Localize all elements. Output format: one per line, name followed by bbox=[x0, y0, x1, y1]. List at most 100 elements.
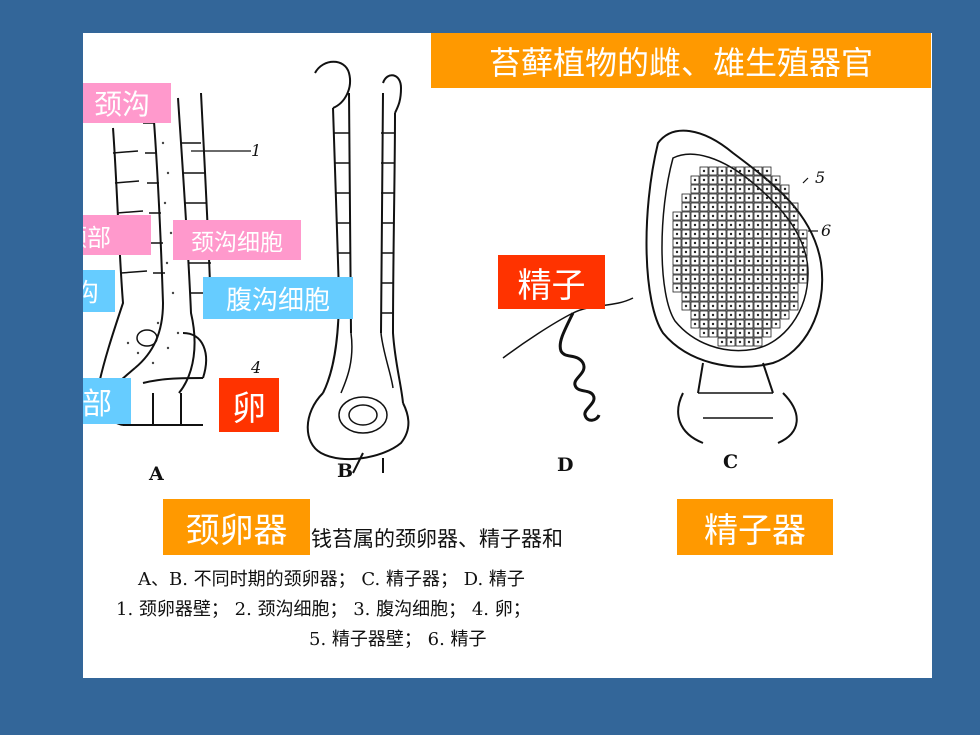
sperm-cell bbox=[789, 238, 799, 248]
sperm-cell-nucleus bbox=[702, 187, 706, 191]
sperm-cell-nucleus bbox=[729, 196, 733, 200]
sperm-cell bbox=[735, 193, 745, 203]
sperm-cell-nucleus bbox=[693, 178, 697, 182]
sperm-cell bbox=[717, 292, 727, 302]
sperm-cell-nucleus bbox=[693, 187, 697, 191]
sperm-cell bbox=[690, 283, 700, 293]
sperm-cell bbox=[771, 202, 781, 212]
sperm-cell bbox=[690, 184, 700, 194]
label-number-4: 4 bbox=[251, 358, 262, 377]
sperm-cell-nucleus bbox=[693, 268, 697, 272]
sperm-cell bbox=[762, 283, 772, 293]
sperm-cell bbox=[699, 211, 709, 221]
sperm-cell bbox=[744, 184, 754, 194]
sperm-cell-nucleus bbox=[729, 277, 733, 281]
sperm-cell-nucleus bbox=[774, 241, 778, 245]
sperm-cell bbox=[726, 328, 736, 338]
label-neck: 颈部 bbox=[83, 215, 151, 255]
sperm-cell bbox=[753, 328, 763, 338]
sperm-cell bbox=[735, 292, 745, 302]
sperm-cell-nucleus bbox=[675, 250, 679, 254]
sperm-cell bbox=[744, 328, 754, 338]
sperm-cell bbox=[744, 220, 754, 230]
sperm-cell-nucleus bbox=[702, 277, 706, 281]
sperm-cell bbox=[726, 319, 736, 329]
sperm-cell bbox=[789, 265, 799, 275]
label-antheridium: 精子器 bbox=[677, 499, 833, 555]
sperm-cell bbox=[717, 193, 727, 203]
figure-legend-line-3: 5. 精子器壁； 6. 精子 bbox=[309, 629, 487, 650]
sperm-cell bbox=[717, 265, 727, 275]
sperm-cell bbox=[771, 193, 781, 203]
sperm-cell-nucleus bbox=[747, 250, 751, 254]
sperm-cell-nucleus bbox=[783, 304, 787, 308]
sperm-cell-nucleus bbox=[792, 223, 796, 227]
sperm-cell bbox=[690, 301, 700, 311]
sperm-cell bbox=[753, 175, 763, 185]
sperm-cell-nucleus bbox=[756, 286, 760, 290]
sperm-cell bbox=[717, 256, 727, 266]
sperm-cell-nucleus bbox=[801, 277, 805, 281]
sperm-cell-nucleus bbox=[711, 205, 715, 209]
sperm-cell bbox=[672, 229, 682, 239]
sperm-cell bbox=[699, 184, 709, 194]
sperm-cell bbox=[708, 229, 718, 239]
sperm-cell-nucleus bbox=[738, 241, 742, 245]
sperm-cell bbox=[762, 310, 772, 320]
figure-legend-line-2: 1. 颈卵器壁； 2. 颈沟细胞； 3. 腹沟细胞； 4. 卵； bbox=[116, 599, 531, 620]
sperm-cell bbox=[753, 238, 763, 248]
sperm-cell bbox=[726, 229, 736, 239]
sperm-cell-nucleus bbox=[702, 304, 706, 308]
sperm-cell bbox=[690, 238, 700, 248]
sperm-cell bbox=[753, 202, 763, 212]
sperm-cell-nucleus bbox=[675, 241, 679, 245]
sperm-cell bbox=[771, 211, 781, 221]
sperm-cell bbox=[690, 211, 700, 221]
sperm-cell bbox=[798, 265, 808, 275]
sperm-cell-nucleus bbox=[702, 205, 706, 209]
antheridium-c-drawing bbox=[645, 129, 824, 444]
sperm-cell bbox=[699, 247, 709, 257]
sperm-cell-nucleus bbox=[783, 250, 787, 254]
sperm-cell-nucleus bbox=[792, 304, 796, 308]
sperm-cell bbox=[762, 211, 772, 221]
sperm-cell bbox=[717, 310, 727, 320]
sperm-cell-nucleus bbox=[774, 313, 778, 317]
sperm-cell-nucleus bbox=[693, 241, 697, 245]
sperm-cell-nucleus bbox=[783, 313, 787, 317]
sperm-cell-nucleus bbox=[738, 340, 742, 344]
sperm-cell-nucleus bbox=[720, 295, 724, 299]
label-number-5: 5 bbox=[815, 168, 826, 187]
sperm-cell-nucleus bbox=[783, 214, 787, 218]
sperm-cell-nucleus bbox=[711, 178, 715, 182]
sperm-cell-nucleus bbox=[693, 277, 697, 281]
sperm-cell bbox=[762, 319, 772, 329]
sperm-cell bbox=[681, 229, 691, 239]
sperm-cell bbox=[744, 283, 754, 293]
sperm-cell bbox=[708, 310, 718, 320]
sperm-cell bbox=[708, 184, 718, 194]
sperm-cell bbox=[708, 202, 718, 212]
sperm-cell-nucleus bbox=[675, 259, 679, 263]
sperm-cell bbox=[726, 193, 736, 203]
sperm-cell bbox=[690, 274, 700, 284]
sperm-cell-nucleus bbox=[756, 277, 760, 281]
sperm-cell bbox=[735, 256, 745, 266]
sperm-cell bbox=[735, 337, 745, 347]
figure-legend-line-1: A、B. 不同时期的颈卵器； C. 精子器； D. 精子 bbox=[138, 569, 525, 590]
sperm-cell-nucleus bbox=[684, 205, 688, 209]
sperm-cell-nucleus bbox=[756, 214, 760, 218]
sperm-cell-nucleus bbox=[702, 223, 706, 227]
sperm-cell-nucleus bbox=[711, 232, 715, 236]
sperm-cell-nucleus bbox=[702, 295, 706, 299]
sperm-cell-nucleus bbox=[711, 241, 715, 245]
sperm-cell-nucleus bbox=[783, 268, 787, 272]
sperm-cell-nucleus bbox=[774, 223, 778, 227]
sperm-cell-nucleus bbox=[765, 331, 769, 335]
sperm-cell-nucleus bbox=[801, 259, 805, 263]
sperm-cell bbox=[726, 184, 736, 194]
sperm-cell-nucleus bbox=[702, 268, 706, 272]
sperm-cell bbox=[717, 220, 727, 230]
label-venter-canal-cell: 腹沟细胞 bbox=[203, 277, 353, 319]
sperm-cell-nucleus bbox=[711, 187, 715, 191]
